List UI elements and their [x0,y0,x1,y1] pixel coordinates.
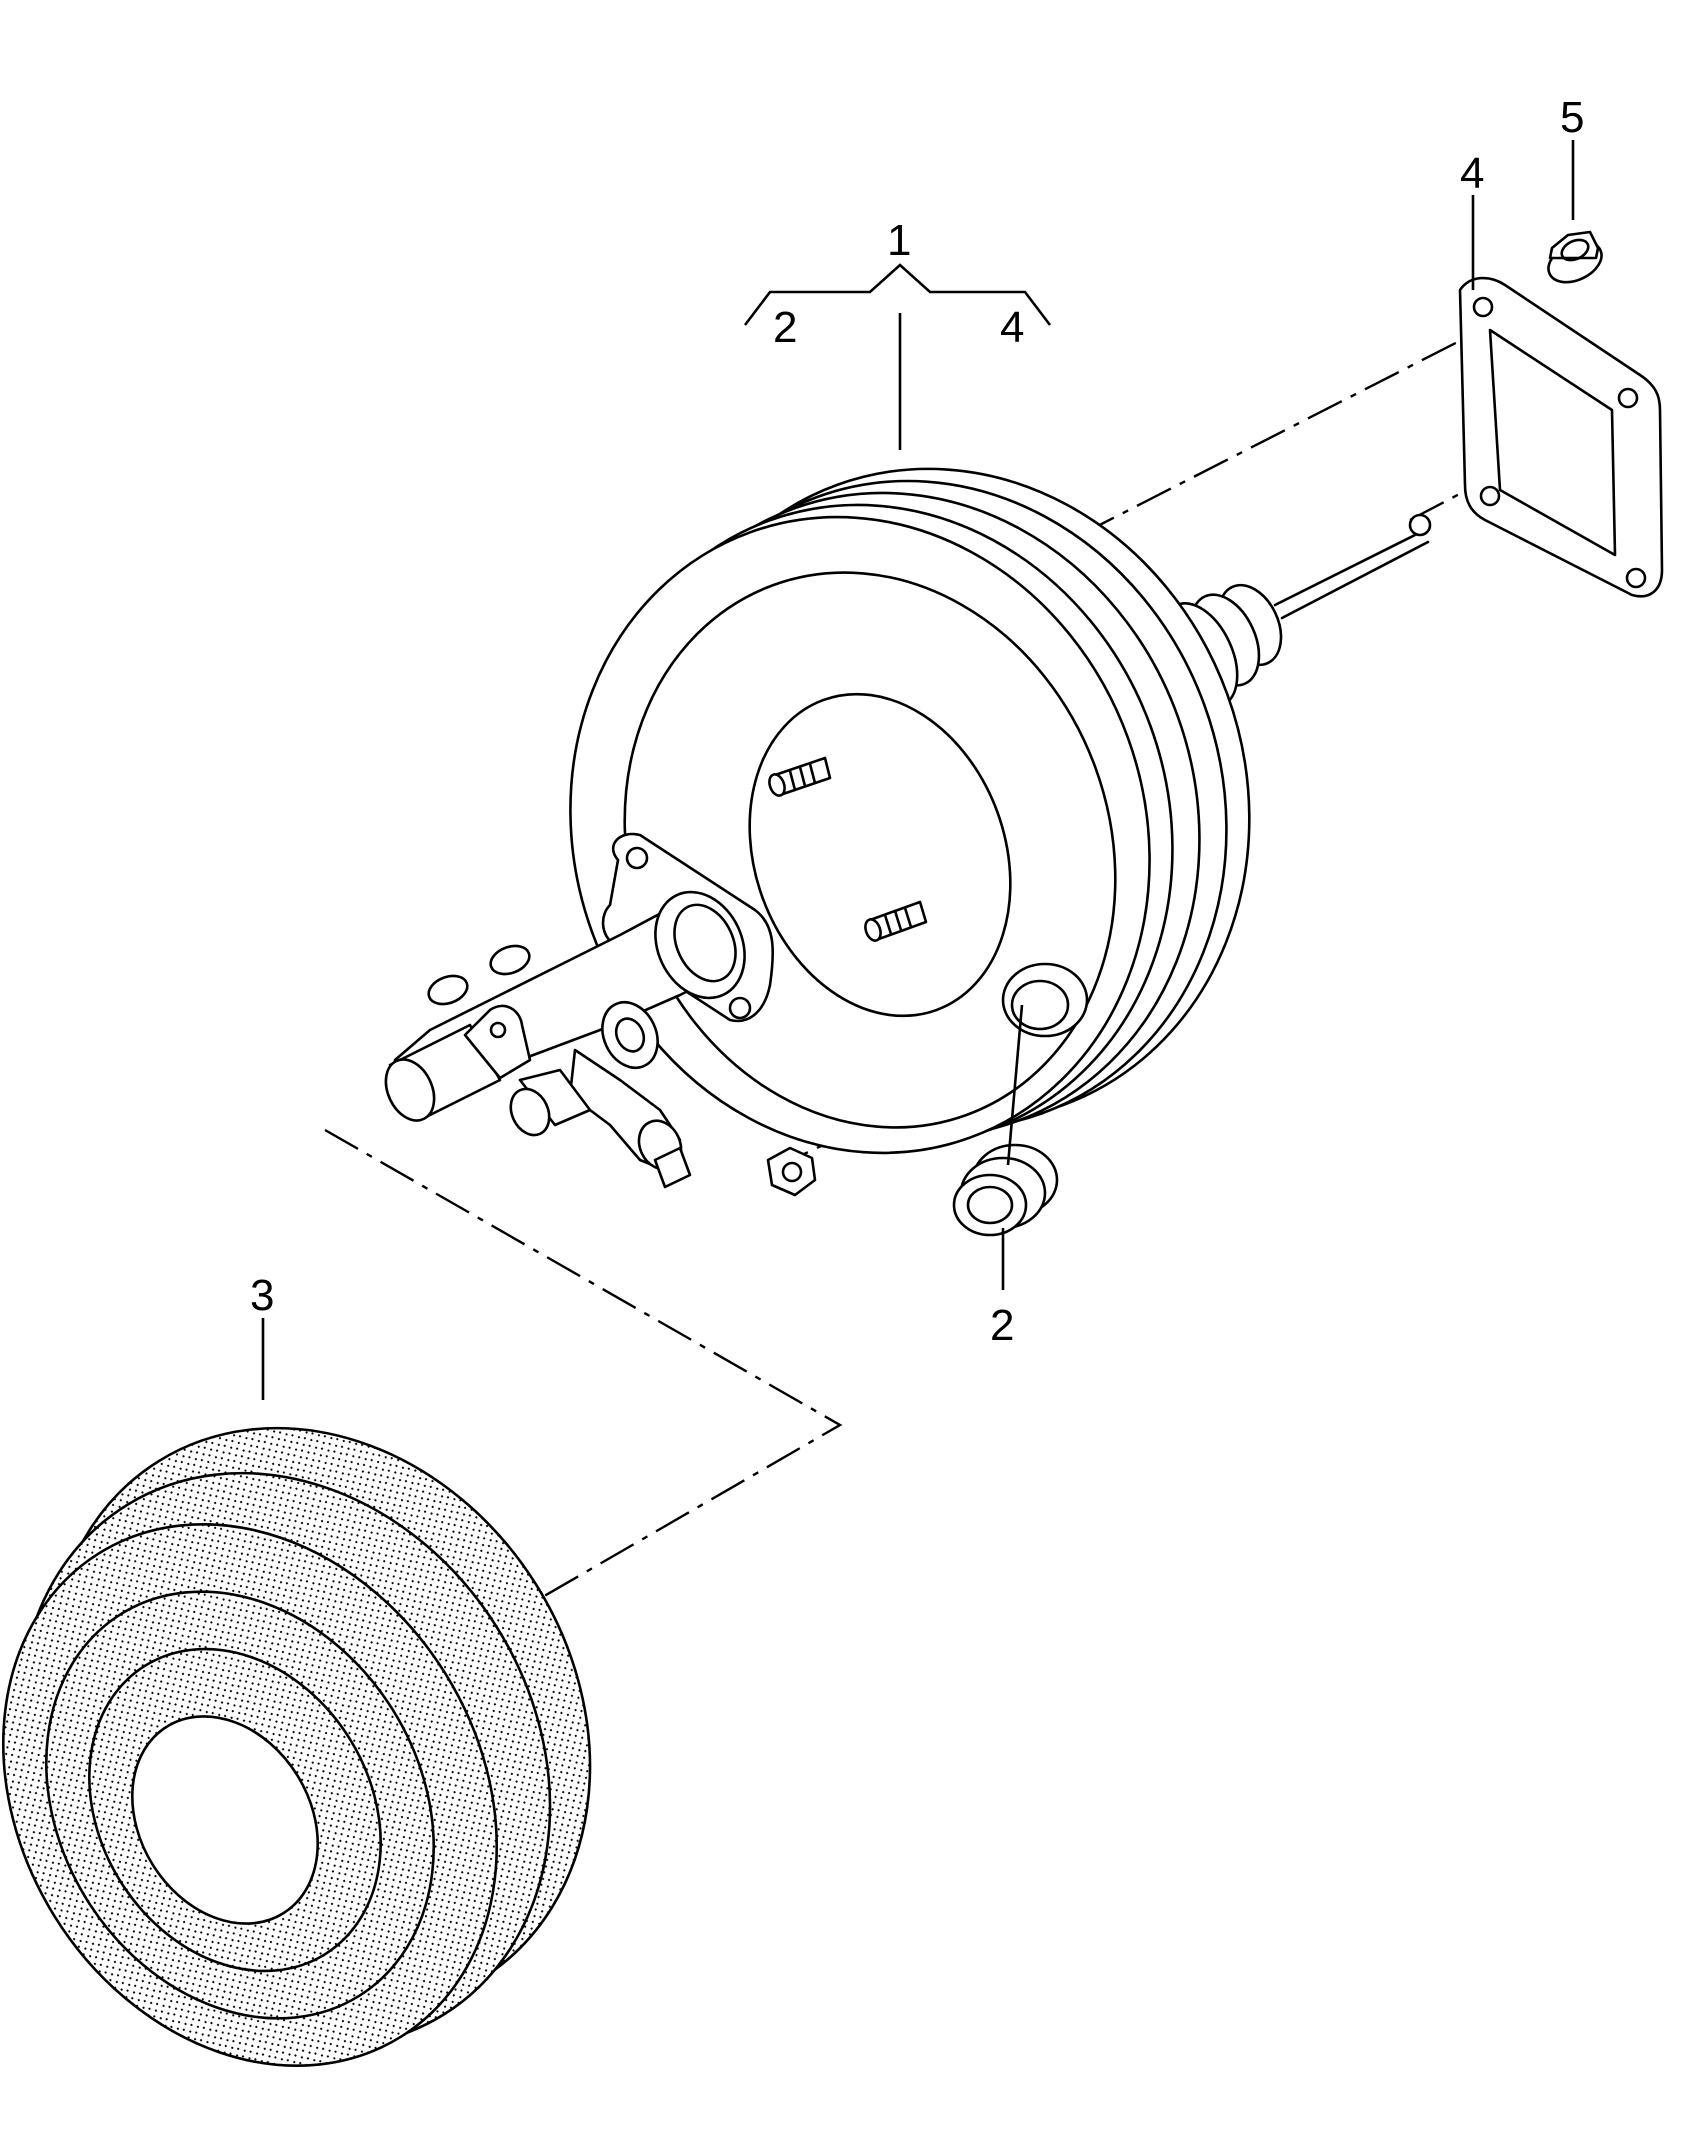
callout-part-2: 2 [990,1301,1014,1350]
part-3-cover [2,1426,592,2067]
callouts: 1 2 4 5 4 2 3 [250,93,1584,1350]
master-cylinder [384,832,775,1189]
callout-part-1-sub-left: 2 [773,303,797,352]
booster-stud-lower [864,900,928,942]
part-4-gasket [1458,276,1664,598]
part-2-grommet [952,1143,1059,1237]
callout-part-1: 1 [887,216,911,265]
part-5-flange-nut [1547,230,1603,284]
booster-stud-upper [768,756,832,797]
leader-lines [261,140,1575,1400]
callout-part-3: 3 [250,1271,274,1320]
hex-nut [766,1146,817,1197]
callout-part-5: 5 [1560,93,1584,142]
callout-part-1-sub-right: 4 [1000,303,1024,352]
callout-part-4: 4 [1460,149,1484,198]
